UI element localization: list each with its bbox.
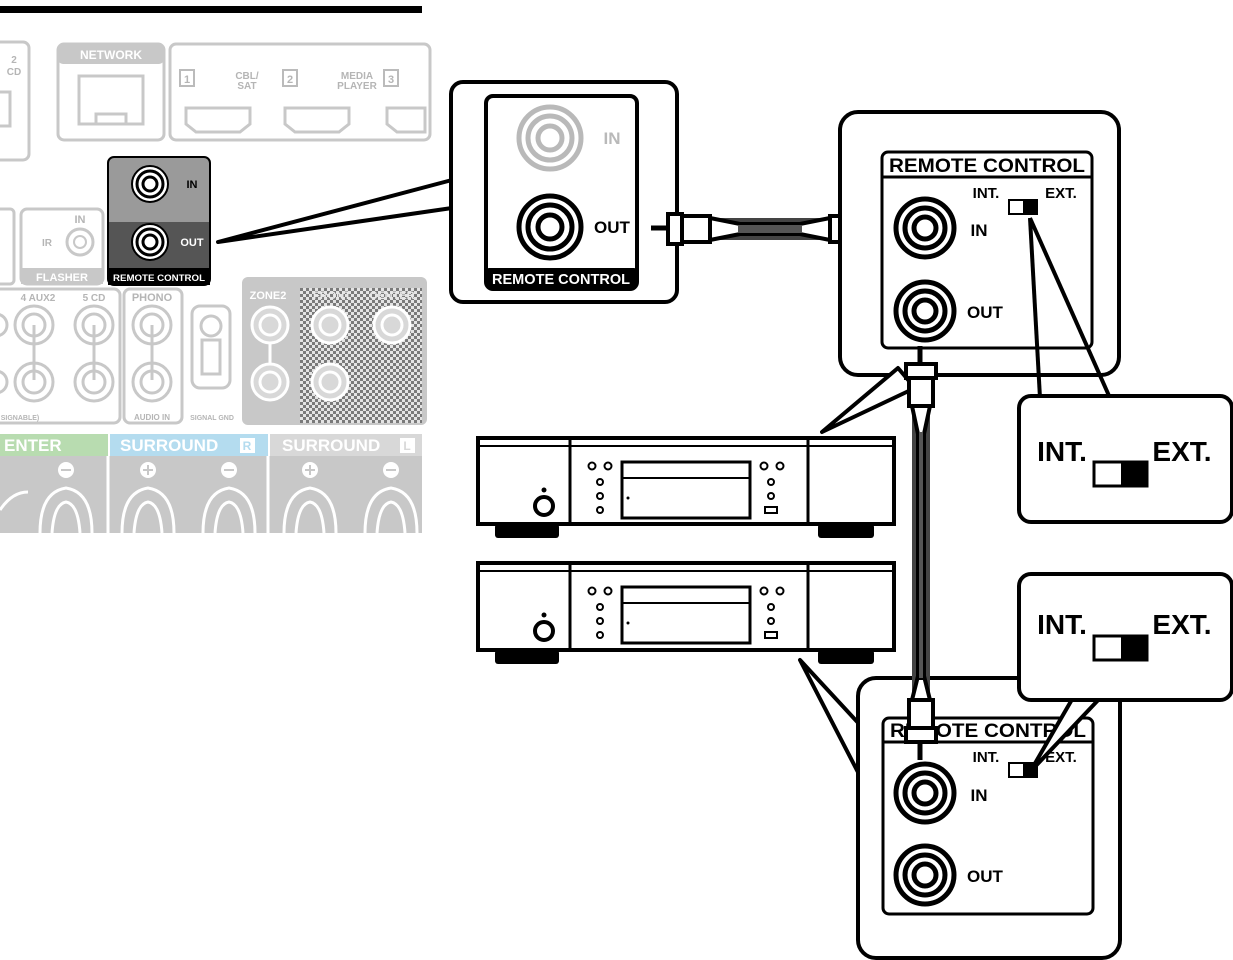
callout-top-switch-knob [1121,463,1146,485]
receiver-remote-control-label: REMOTE CONTROL [113,273,206,283]
device-top [476,436,896,538]
flasher-in-label: IN [75,214,86,226]
hdmi-port-icon [283,106,351,134]
ethernet-port-icon [77,74,145,126]
remote-cable-vertical [904,346,938,760]
bottom-panel-in-label: IN [971,786,988,805]
remote-cable-horizontal [651,212,888,246]
hdmi-3-number: 3 [388,74,394,86]
top-device-remote-panel: REMOTE CONTROL INT. EXT. IN OUT [838,110,1121,377]
receiver-remote-in-label: IN [187,179,198,191]
zone2-preout-block: ZONE2 FRONT CENTER [242,277,427,425]
front-label: FRONT [313,290,351,302]
cd-label: CD [7,67,21,78]
callout-top-int-label: INT. [1037,436,1087,467]
zoom-in-label: IN [604,129,621,148]
switch-callout-top: INT. EXT. [1017,394,1233,524]
center-bar-label: ENTER [4,436,62,455]
top-panel-int-label: INT. [973,185,1000,202]
assignable-label: SIGNABLE) [1,415,40,422]
network-port-block: NETWORK [56,42,166,142]
cd5-label: 5 CD [83,293,106,304]
bottom-panel-title: REMOTE CONTROL [890,721,1086,742]
receiver-remote-control-jacks: IN OUT REMOTE CONTROL [107,156,211,286]
cd-input-block: 2 CD [0,40,31,162]
zoom-out-label: OUT [594,218,631,237]
audio-in-label: AUDIO IN [134,413,170,422]
bottom-panel-int-label: INT. [973,749,1000,766]
signal-gnd-block: SIGNAL GND [190,304,234,422]
surround-l-letter: L [403,439,410,453]
hdmi-port-icon [385,106,427,134]
top-panel-ext-label: EXT. [1045,185,1077,202]
switch-callout-bottom: INT. EXT. [1017,572,1233,702]
surround-r-letter: R [243,439,252,453]
hdmi-1-number: 1 [184,74,190,86]
power-button-icon [533,495,555,517]
zoom-remote-control-title: REMOTE CONTROL [492,271,630,288]
receiver-jacks-zoom-callout: IN OUT REMOTE CONTROL [216,80,679,304]
network-label: NETWORK [80,48,142,62]
hdmi-port-icon [184,106,252,134]
top-device-pointer [820,366,917,434]
cd-number: 2 [11,55,17,66]
top-panel-title: REMOTE CONTROL [889,156,1085,177]
analog-inputs-block: 4 AUX2 5 CD SIGNABLE) [0,287,122,425]
top-panel-out-label: OUT [967,303,1004,322]
top-switch-pointer [1028,217,1112,399]
callout-top-ext-label: EXT. [1152,436,1211,467]
ir-label: IR [42,238,53,249]
speaker-terminals-block: ENTER SURROUND R SURROUND L [0,434,422,534]
callout-bottom-switch-knob [1121,637,1146,659]
bottom-panel-ext-label: EXT. [1045,749,1077,766]
device-bottom [476,561,896,664]
top-panel-switch-knob [1023,201,1036,213]
receiver-remote-out-label: OUT [180,237,204,249]
center-label: CENTER [369,290,414,302]
cbl-sat-label: CBL/SAT [235,71,259,92]
signal-gnd-label: SIGNAL GND [190,415,234,422]
aux2-label: 4 AUX2 [21,293,56,304]
surround-l-label: SURROUND [282,436,380,455]
phono-label: PHONO [132,292,173,304]
zone2-label: ZONE2 [250,290,287,302]
callout-bottom-ext-label: EXT. [1152,609,1211,640]
bottom-panel-out-label: OUT [967,867,1004,886]
hdmi-2-number: 2 [287,74,293,86]
flasher-label: FLASHER [36,272,88,284]
panel-top-edge [0,6,422,13]
top-panel-in-label: IN [971,221,988,240]
power-button-icon [533,620,555,642]
phono-block: PHONO AUDIO IN [122,287,184,425]
flasher-block: IN IR FLASHER [19,207,105,286]
surround-r-label: SURROUND [120,436,218,455]
callout-bottom-int-label: INT. [1037,609,1087,640]
